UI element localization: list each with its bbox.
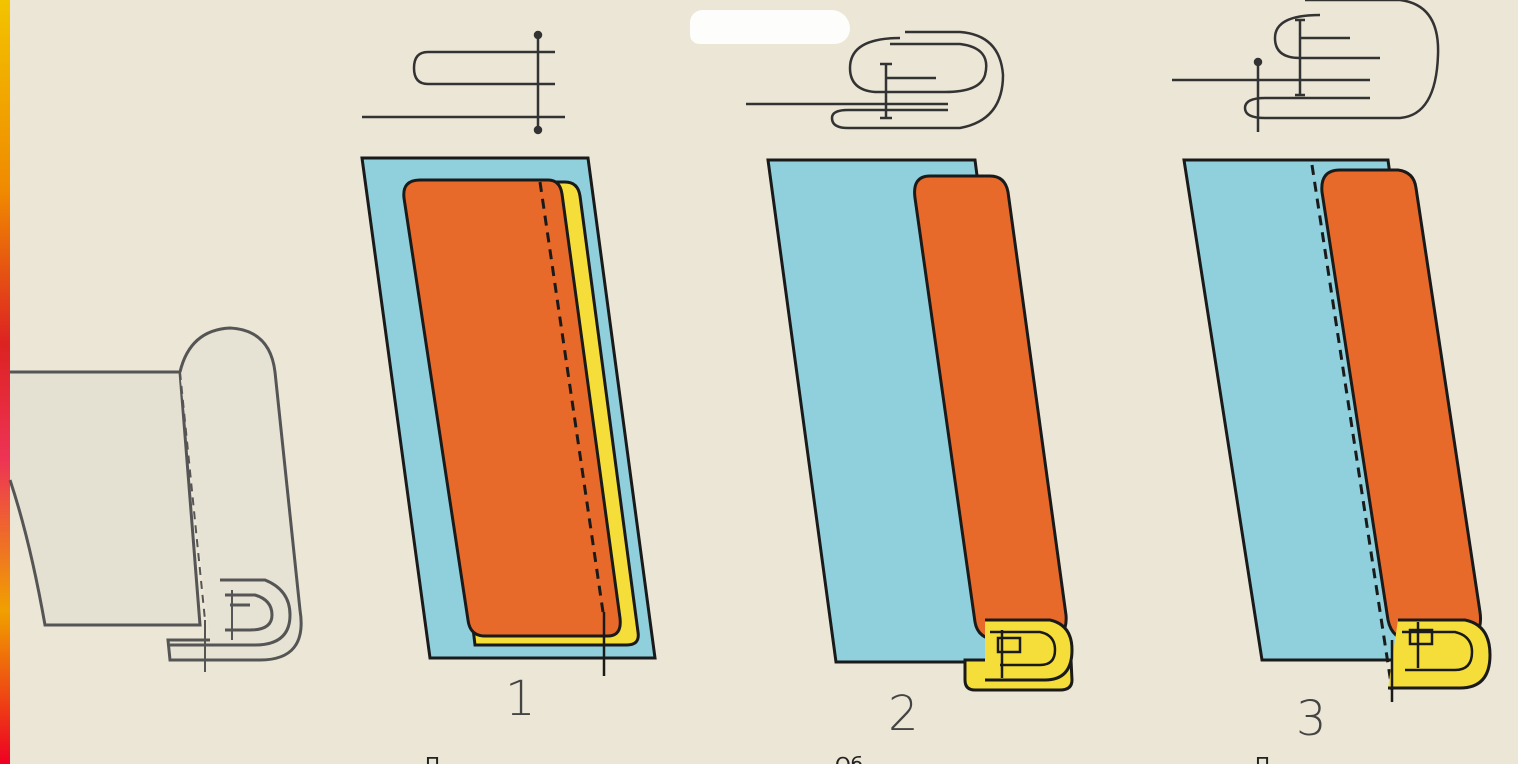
step-number-2: 2 xyxy=(888,686,919,742)
caption-3: П xyxy=(1255,753,1270,764)
step1-cross-section xyxy=(362,32,565,133)
step-number-3: 3 xyxy=(1296,691,1327,747)
garment-outline xyxy=(10,372,200,625)
step3-cross-section xyxy=(1172,0,1438,132)
yellow-fold xyxy=(1388,620,1490,688)
caption-2: Об xyxy=(835,753,863,764)
step-number-1: 1 xyxy=(505,671,536,727)
step2-panel xyxy=(768,160,1072,690)
caption-1: П xyxy=(425,753,440,764)
step1-panel xyxy=(362,158,655,676)
step3-panel xyxy=(1184,160,1490,702)
step2-cross-section xyxy=(746,32,1003,128)
hem-illustration xyxy=(10,328,301,672)
